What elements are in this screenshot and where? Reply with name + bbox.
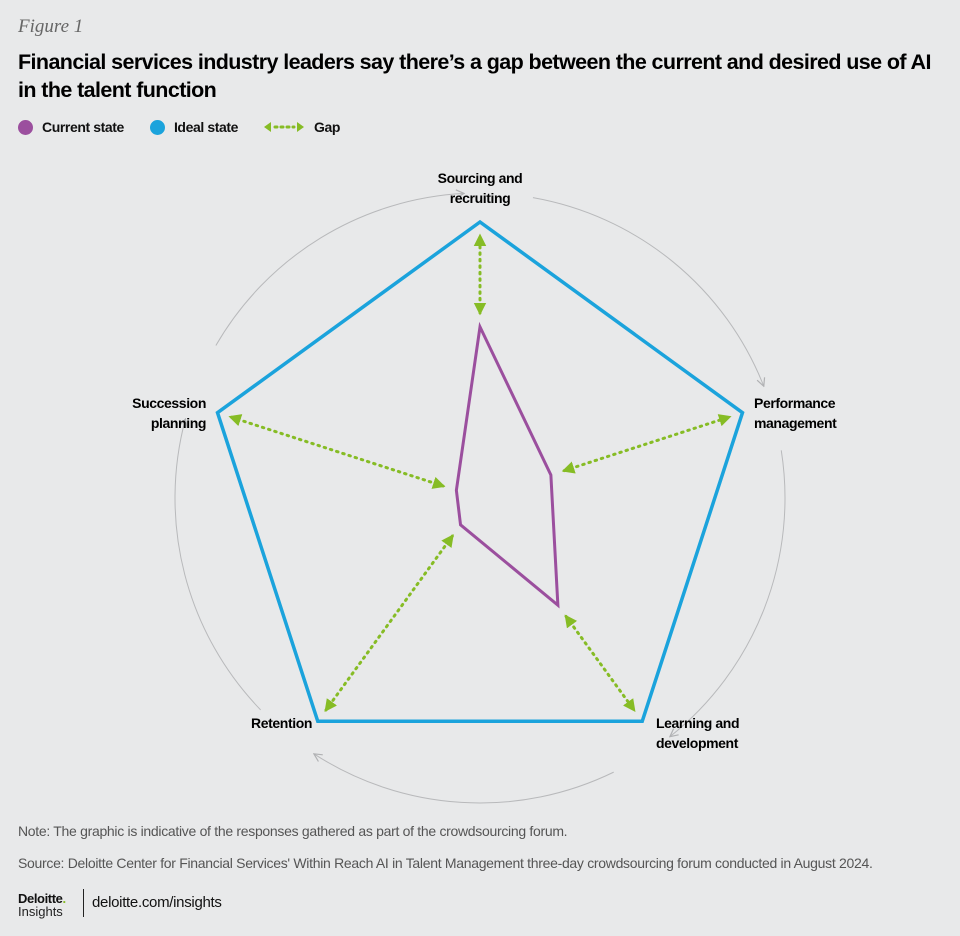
cycle-arrow — [314, 754, 614, 804]
gap-arrow-icon — [264, 122, 305, 132]
axis-label: Performance management — [754, 393, 864, 433]
legend: Current state Ideal state Gap — [18, 119, 366, 135]
cycle-arrow — [215, 193, 464, 346]
legend-current: Current state — [18, 119, 124, 135]
figure-label: Figure 1 — [18, 16, 84, 37]
source-text: Source: Deloitte Center for Financial Se… — [18, 855, 873, 871]
legend-current-label: Current state — [42, 119, 124, 135]
cycle-arrow — [670, 450, 786, 736]
cycle-arrow — [174, 419, 261, 711]
cycle-arrow — [532, 197, 764, 387]
current-state-polygon — [454, 321, 560, 609]
ideal-swatch — [149, 119, 165, 135]
current-swatch — [18, 119, 33, 135]
gap-arrow — [564, 614, 636, 713]
axis-label: Learning and development — [656, 713, 766, 753]
axis-label-line: Sourcing and — [437, 170, 523, 186]
axis-label-line: Retention — [251, 715, 312, 731]
logo-bottom: Insights — [18, 904, 63, 919]
gap-arrow — [561, 414, 732, 474]
gap-arrow — [324, 534, 454, 713]
legend-ideal: Ideal state — [149, 119, 239, 135]
axis-label-line: Performance — [754, 395, 836, 411]
footer-divider — [83, 889, 84, 917]
ideal-state-polygon — [215, 219, 745, 724]
chart-title: Financial services industry leaders say … — [18, 50, 931, 102]
deloitte-insights-logo: Deloitte. Insights — [18, 891, 66, 919]
legend-gap: Gap — [264, 119, 340, 135]
legend-ideal-label: Ideal state — [173, 119, 239, 135]
axis-label: Retention — [232, 713, 312, 733]
gap-arrow — [228, 414, 446, 489]
footer-url[interactable]: deloitte.com/insights — [92, 894, 222, 911]
legend-gap-label: Gap — [314, 119, 341, 135]
note-text: Note: The graphic is indicative of the r… — [18, 823, 568, 839]
axis-label-line: Succession — [132, 395, 206, 411]
axis-label: Succession planning — [100, 393, 206, 433]
axis-label-line: management — [754, 415, 837, 431]
axis-label-line: development — [656, 735, 738, 751]
axis-label-line: recruiting — [449, 190, 511, 206]
axis-label-line: planning — [150, 415, 207, 431]
axis-label-line: Learning and — [656, 715, 740, 731]
axis-label: Sourcing and recruiting — [420, 168, 540, 208]
logo-top: Deloitte — [18, 891, 63, 906]
